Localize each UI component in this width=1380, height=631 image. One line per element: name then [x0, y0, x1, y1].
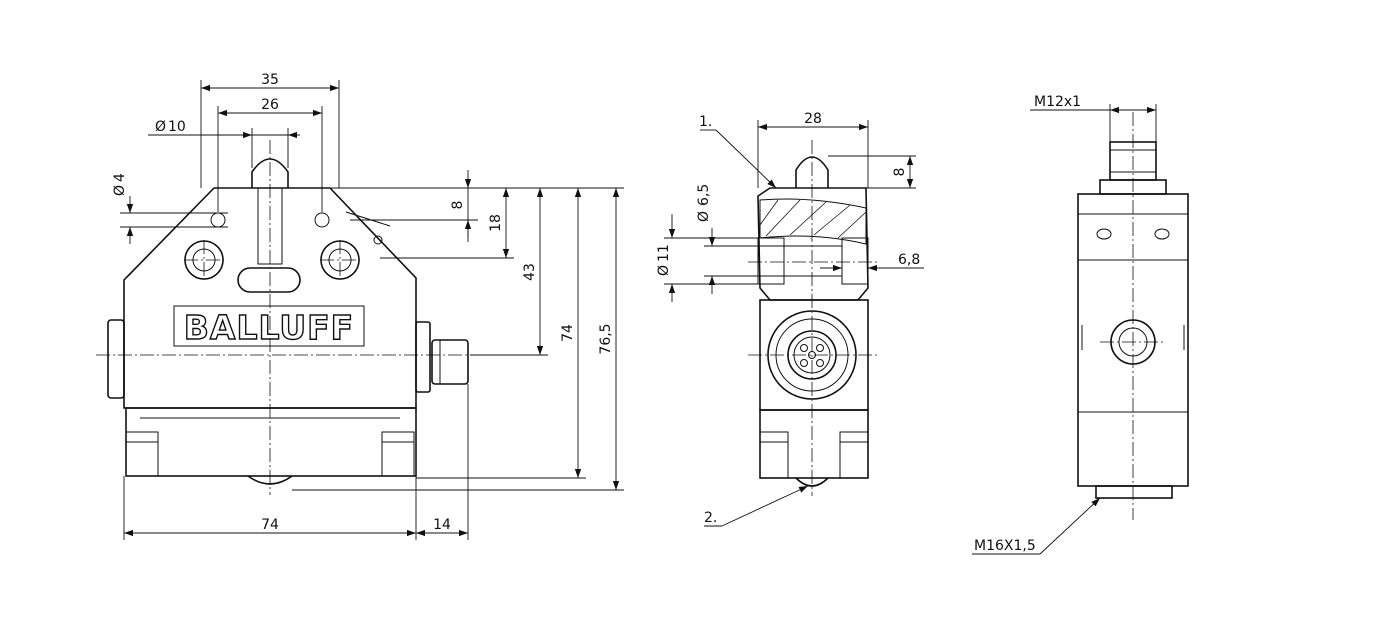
front-foot-left: [125, 431, 159, 477]
front-body-outline: [123, 187, 417, 409]
callout-1: 1.: [699, 114, 712, 130]
dim-height-76-5: 76,5: [598, 323, 614, 354]
front-connector: [431, 339, 469, 385]
dim-width-14: 14: [433, 517, 451, 533]
callout-2: 2.: [704, 510, 717, 526]
dim-side-width-6-8: 6,8: [898, 252, 920, 268]
dia-symbol-11: Ø: [656, 265, 672, 276]
thread-m12x1: M12x1: [1034, 94, 1081, 110]
front-right-cap: [415, 321, 431, 393]
dim-width-74: 74: [261, 517, 279, 533]
hole-dia4-right: [314, 212, 330, 228]
dim-height-18: 18: [488, 214, 504, 232]
front-foot-right: [381, 431, 415, 477]
dim-width-26: 26: [261, 97, 279, 113]
dim-dia-6-5: 6,5: [696, 184, 712, 206]
front-left-cap: [107, 319, 125, 399]
front-slot: [237, 267, 301, 293]
dim-height-43: 43: [522, 263, 538, 281]
balluff-logo: BALLUFF: [184, 308, 354, 347]
dim-dia-11: 11: [656, 244, 672, 262]
dia-symbol-4: Ø: [112, 185, 128, 196]
side-view: 28 8 Ø 6,5 Ø 11 6,8 1. 2.: [656, 111, 924, 527]
dim-height-8: 8: [450, 201, 466, 210]
dim-height-74: 74: [560, 324, 576, 342]
rear-view: M12x1 M16X1,5: [972, 94, 1189, 555]
thread-m16x1-5: M16X1,5: [974, 538, 1036, 554]
logo-frame: [173, 305, 365, 347]
dia-symbol-6-5: Ø: [696, 211, 712, 222]
side-lower-body: [759, 409, 869, 479]
dim-width-35: 35: [261, 72, 279, 88]
rear-m16-thread: [1095, 485, 1173, 499]
dim-dia-10: 10: [168, 119, 186, 135]
dim-side-height-8: 8: [892, 168, 908, 177]
side-section-hatch: [759, 198, 867, 245]
dim-side-width-28: 28: [804, 111, 822, 127]
hole-dia4-left: [210, 212, 226, 228]
dia-symbol-10: Ø: [155, 119, 166, 135]
dim-dia-4: 4: [112, 173, 128, 182]
front-view: BALLUFF 35 26 Ø 10 Ø 4: [96, 72, 624, 540]
